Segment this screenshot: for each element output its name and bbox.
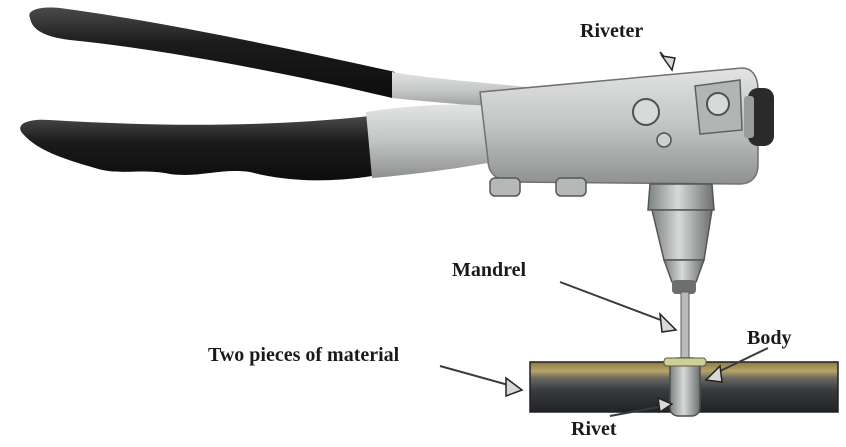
- lower-handle-grip: [20, 116, 372, 180]
- riveter-arrowhead: [662, 56, 675, 70]
- head-bolt-2: [707, 93, 729, 115]
- label-material: Two pieces of material: [208, 344, 399, 366]
- upper-handle-grip: [29, 7, 395, 98]
- material-arrowhead: [506, 378, 522, 396]
- head-bolt-1: [633, 99, 659, 125]
- rivet-body: [670, 358, 700, 416]
- nose-barrel: [652, 210, 712, 260]
- bottom-stud-2: [556, 178, 586, 196]
- bottom-stud-1: [490, 178, 520, 196]
- label-riveter: Riveter: [580, 20, 643, 42]
- nose-collar: [648, 184, 714, 210]
- label-body: Body: [747, 327, 791, 349]
- label-mandrel: Mandrel: [452, 259, 526, 281]
- mandrel-pin: [681, 292, 689, 366]
- mandrel-arrowhead: [660, 314, 676, 332]
- label-rivet: Rivet: [571, 418, 617, 440]
- head-bolt-3: [657, 133, 671, 147]
- material-pointer: [440, 366, 512, 386]
- nose-tip: [664, 260, 704, 282]
- mandrel-pointer: [560, 282, 666, 322]
